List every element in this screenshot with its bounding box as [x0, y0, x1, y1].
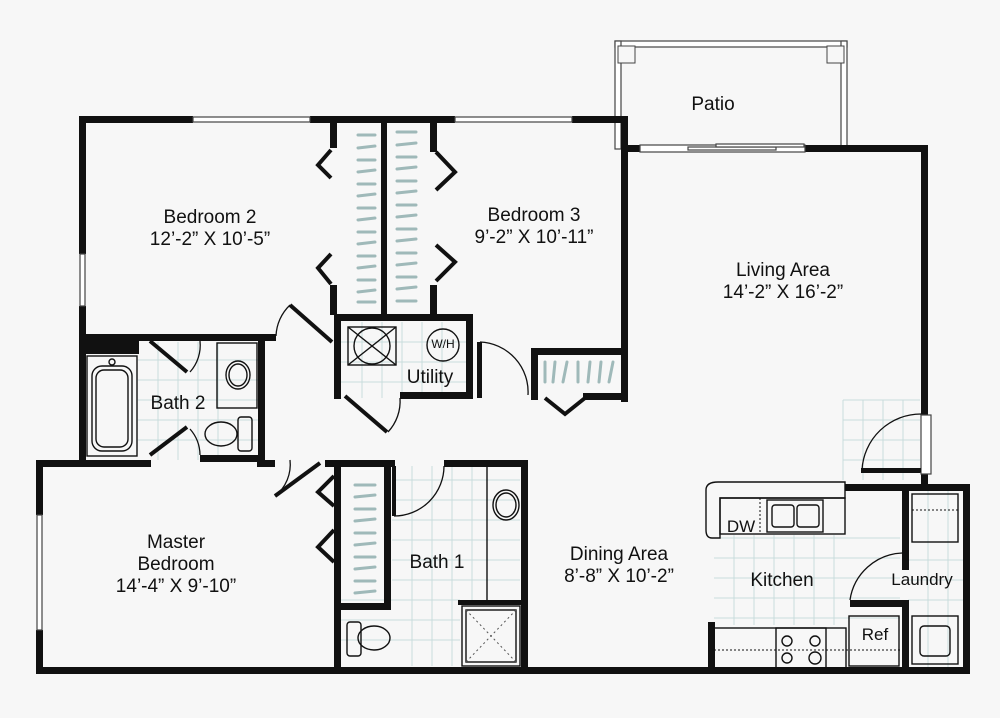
tile-grid	[138, 322, 965, 668]
toilet-icon	[204, 416, 391, 657]
fixture-label: DW	[726, 517, 756, 536]
room-name: Bath 1	[409, 552, 465, 573]
shower-icon	[461, 605, 521, 667]
refrigerator-label: Ref	[862, 624, 888, 646]
room-label-bedroom3: Bedroom 3 9’-2” X 10’-11”	[475, 205, 594, 249]
room-label-kitchen: Kitchen	[750, 570, 813, 592]
patio-railing	[614, 40, 848, 150]
room-dimensions: 14’-2” X 16’-2”	[722, 282, 844, 303]
water-heater-icon	[426, 328, 460, 362]
closet-hangers	[353, 130, 615, 595]
room-label-bath1: Bath 1	[410, 552, 465, 574]
windows	[36, 116, 932, 631]
room-dimensions: 14’-4” X 9’-10”	[115, 576, 237, 597]
room-label-living-area: Living Area 14’-2” X 16’-2”	[723, 260, 843, 304]
sink-icon	[216, 342, 520, 600]
washer-dryer-icon	[911, 493, 959, 665]
room-label-bath2: Bath 2	[151, 393, 206, 415]
room-label-master-bedroom: Master Bedroom 14’-4” X 9’-10”	[116, 532, 236, 598]
refrigerator-icon	[848, 615, 900, 667]
room-name: Laundry	[891, 570, 953, 589]
room-name: Bedroom 3	[487, 205, 581, 226]
room-label-utility: Utility	[407, 367, 453, 389]
water-heater-label: W/H	[431, 336, 454, 352]
room-name: Kitchen	[750, 570, 814, 591]
room-name: Dining Area	[569, 544, 669, 565]
doors	[148, 148, 922, 601]
room-name: Patio	[691, 94, 735, 115]
room-name-line1: Master	[146, 532, 206, 553]
stove-icon	[775, 627, 827, 669]
room-label-dining-area: Dining Area 8’-8” X 10’-2”	[564, 544, 674, 588]
room-dimensions: 8’-8” X 10’-2”	[564, 566, 674, 587]
room-name: Bedroom 2	[163, 207, 257, 228]
room-name-line2: Bedroom	[137, 554, 215, 575]
room-dimensions: 12’-2” X 10’-5”	[149, 229, 271, 250]
room-label-laundry: Laundry	[891, 569, 952, 591]
room-label-patio: Patio	[691, 94, 734, 116]
furnace-icon	[347, 326, 397, 366]
room-label-bedroom2: Bedroom 2 12’-2” X 10’-5”	[150, 207, 270, 251]
fixture-label: W/H	[431, 337, 455, 351]
room-name: Living Area	[735, 260, 831, 281]
room-name: Bath 2	[150, 393, 206, 414]
dishwasher-label: DW	[727, 516, 755, 538]
room-dimensions: 9’-2” X 10’-11”	[474, 227, 594, 248]
room-name: Utility	[406, 367, 454, 388]
fixture-label: Ref	[861, 625, 889, 644]
bathtub-icon	[86, 355, 138, 457]
